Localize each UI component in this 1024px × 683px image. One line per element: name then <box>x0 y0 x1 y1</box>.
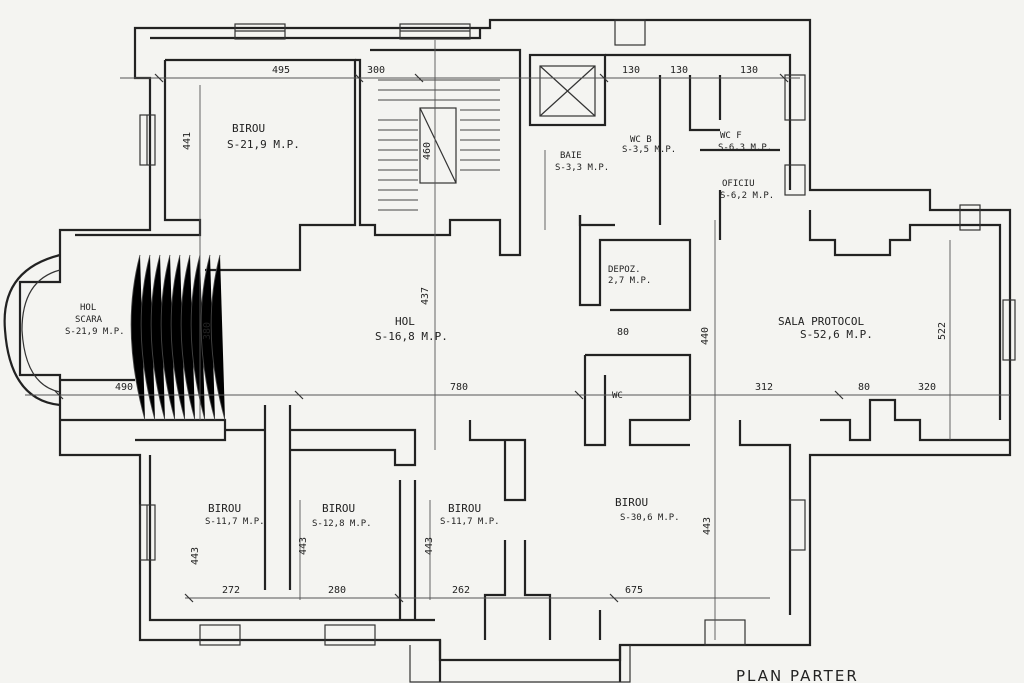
interior-walls <box>60 210 1010 640</box>
room-birou-1-area: S-21,9 M.P. <box>227 138 300 151</box>
svg-text:443: 443 <box>190 547 201 565</box>
room-baie-name: BAIE <box>560 151 582 161</box>
room-oficiu-area: S-6,2 M.P. <box>720 191 774 201</box>
svg-text:443: 443 <box>424 537 435 555</box>
svg-text:443: 443 <box>702 517 713 535</box>
room-depoz-name: DEPOZ. <box>608 265 641 275</box>
room-birou-5-area: S-30,6 M.P. <box>620 513 680 523</box>
svg-text:440: 440 <box>700 327 711 345</box>
svg-text:437: 437 <box>420 287 431 305</box>
room-baie-area: S-3,3 M.P. <box>555 163 609 173</box>
room-hol-scara-name: HOL <box>80 303 96 313</box>
svg-text:380: 380 <box>202 322 213 340</box>
svg-text:130: 130 <box>740 65 758 76</box>
room-hol-name: HOL <box>395 315 415 328</box>
room-sala-protocol-area: S-52,6 M.P. <box>800 328 873 341</box>
curved-stair <box>130 254 226 421</box>
svg-text:130: 130 <box>670 65 688 76</box>
room-birou-1-name: BIROU <box>232 122 265 135</box>
room-wcf-name: WC F <box>720 131 742 141</box>
room-hol-scara-area: S-21,9 M.P. <box>65 327 125 337</box>
svg-text:522: 522 <box>937 322 948 340</box>
exterior-walls <box>3 18 1012 683</box>
room-wcb-name: WC B <box>630 135 652 145</box>
svg-text:262: 262 <box>452 585 470 596</box>
svg-text:441: 441 <box>182 132 193 150</box>
room-wcf-area: S-6,3 M.P. <box>718 143 772 153</box>
room-wcb-area: S-3,5 M.P. <box>622 145 676 155</box>
svg-text:460: 460 <box>422 142 433 160</box>
windows <box>139 19 1016 646</box>
room-hol-area: S-16,8 M.P. <box>375 330 448 343</box>
plan-title: PLAN PARTER <box>736 667 859 683</box>
svg-text:130: 130 <box>622 65 640 76</box>
svg-text:SCARA: SCARA <box>75 315 103 325</box>
svg-text:80: 80 <box>617 327 629 338</box>
svg-text:312: 312 <box>755 382 773 393</box>
svg-text:80: 80 <box>858 382 870 393</box>
svg-text:780: 780 <box>450 382 468 393</box>
room-birou-3-area: S-12,8 M.P. <box>312 519 372 529</box>
room-oficiu-name: OFICIU <box>722 179 755 189</box>
room-birou-5-name: BIROU <box>615 496 648 509</box>
svg-text:300: 300 <box>367 65 385 76</box>
room-sala-protocol-name: SALA PROTOCOL <box>778 315 864 328</box>
room-labels: BIROU S-21,9 M.P. HOL SCARA S-21,9 M.P. … <box>65 122 873 529</box>
svg-text:272: 272 <box>222 585 240 596</box>
svg-text:675: 675 <box>625 585 643 596</box>
svg-text:280: 280 <box>328 585 346 596</box>
svg-text:443: 443 <box>298 537 309 555</box>
svg-text:320: 320 <box>918 382 936 393</box>
room-birou-4-name: BIROU <box>448 502 481 515</box>
room-depoz-area: 2,7 M.P. <box>608 276 651 286</box>
room-wc-name: WC <box>612 391 623 401</box>
room-birou-4-area: S-11,7 M.P. <box>440 517 500 527</box>
dimension-labels: 495 300 130 130 130 441 460 380 437 440 … <box>115 65 948 596</box>
stair-block <box>355 48 522 257</box>
room-birou-3-name: BIROU <box>322 502 355 515</box>
dimension-lines <box>25 40 1010 640</box>
room-birou-2-name: BIROU <box>208 502 241 515</box>
svg-text:490: 490 <box>115 382 133 393</box>
svg-text:495: 495 <box>272 65 290 76</box>
room-birou-2-area: S-11,7 M.P. <box>205 517 265 527</box>
service-cluster <box>528 53 792 312</box>
